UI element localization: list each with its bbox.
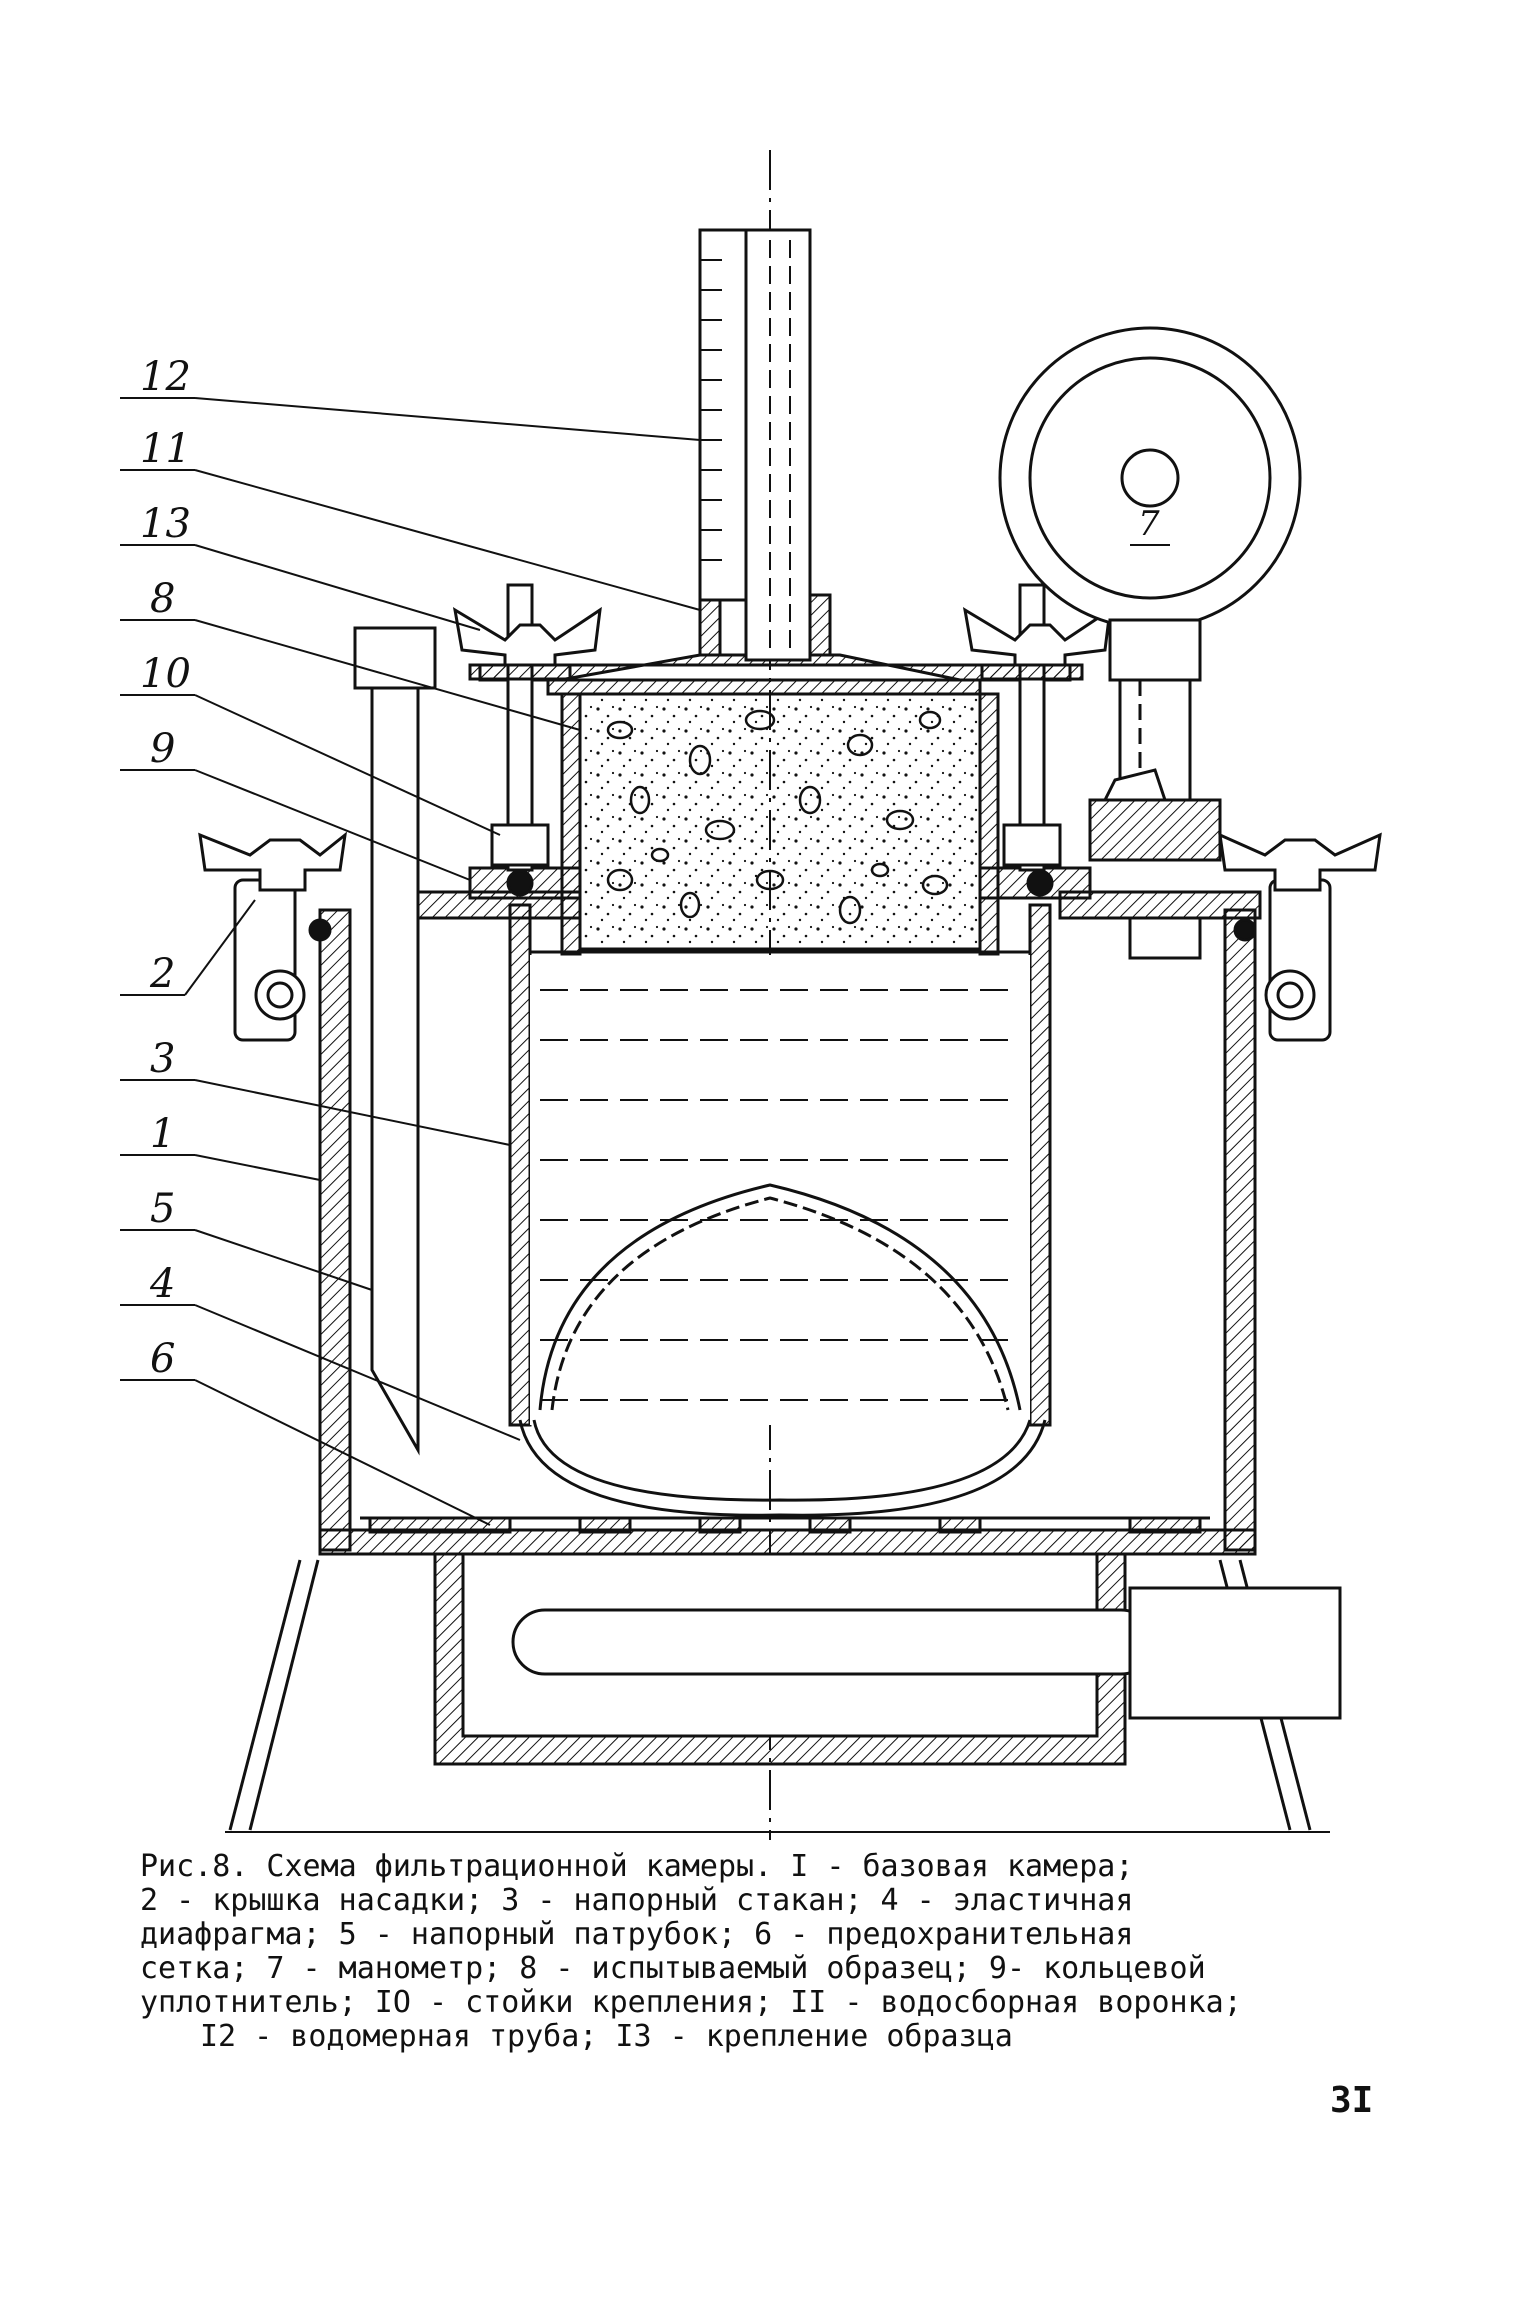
heater-box <box>433 1552 1342 1766</box>
callout-6: 6 <box>150 1336 175 1382</box>
elastic-diaphragm <box>518 1183 1047 1517</box>
figure-caption: Рис.8. Схема фильтрационной камеры. I - … <box>140 1850 1400 2054</box>
callout-2: 2 <box>149 951 175 997</box>
caption-line: диафрагма; 5 - напорный патрубок; 6 - пр… <box>140 1917 1134 1952</box>
callout-1: 1 <box>150 1111 175 1157</box>
caption-line: 2 - крышка насадки; 3 - напорный стакан;… <box>140 1883 1134 1918</box>
callout-labels: 12 11 13 8 10 9 2 3 1 5 4 6 7 <box>140 354 1160 1382</box>
leader-lines <box>120 397 701 1526</box>
callout-7: 7 <box>1138 504 1160 544</box>
callout-5: 5 <box>150 1186 175 1232</box>
manometer <box>998 326 1302 862</box>
callout-4: 4 <box>149 1261 175 1307</box>
callout-8: 8 <box>150 576 175 622</box>
page-number: 3I <box>1330 2080 1374 2121</box>
ring-seals <box>308 866 1257 942</box>
water-funnel <box>478 593 1072 696</box>
test-sample <box>560 692 1000 956</box>
water-gauge-tube <box>698 228 812 662</box>
caption-line: уплотнитель; IO - стойки крепления; II -… <box>140 1985 1242 2020</box>
pressure-nozzle <box>353 626 437 1456</box>
callout-11: 11 <box>140 426 191 472</box>
callout-12: 12 <box>140 354 191 400</box>
pressure-cup <box>508 903 1052 1427</box>
callout-3: 3 <box>150 1036 175 1082</box>
mounting-studs <box>452 583 1112 872</box>
lid-plate <box>408 890 1262 960</box>
side-clamps <box>198 831 1382 1042</box>
caption-line: Рис.8. Схема фильтрационной камеры. I - … <box>140 1849 1134 1884</box>
caption-line: сетка; 7 - манометр; 8 - испытываемый об… <box>140 1951 1206 1986</box>
callout-10: 10 <box>140 651 191 697</box>
protective-mesh <box>360 1516 1210 1534</box>
callout-13: 13 <box>140 501 191 547</box>
caption-line: I2 - водомерная труба; I3 - крепление об… <box>200 2019 1013 2054</box>
callout-9: 9 <box>150 726 175 772</box>
